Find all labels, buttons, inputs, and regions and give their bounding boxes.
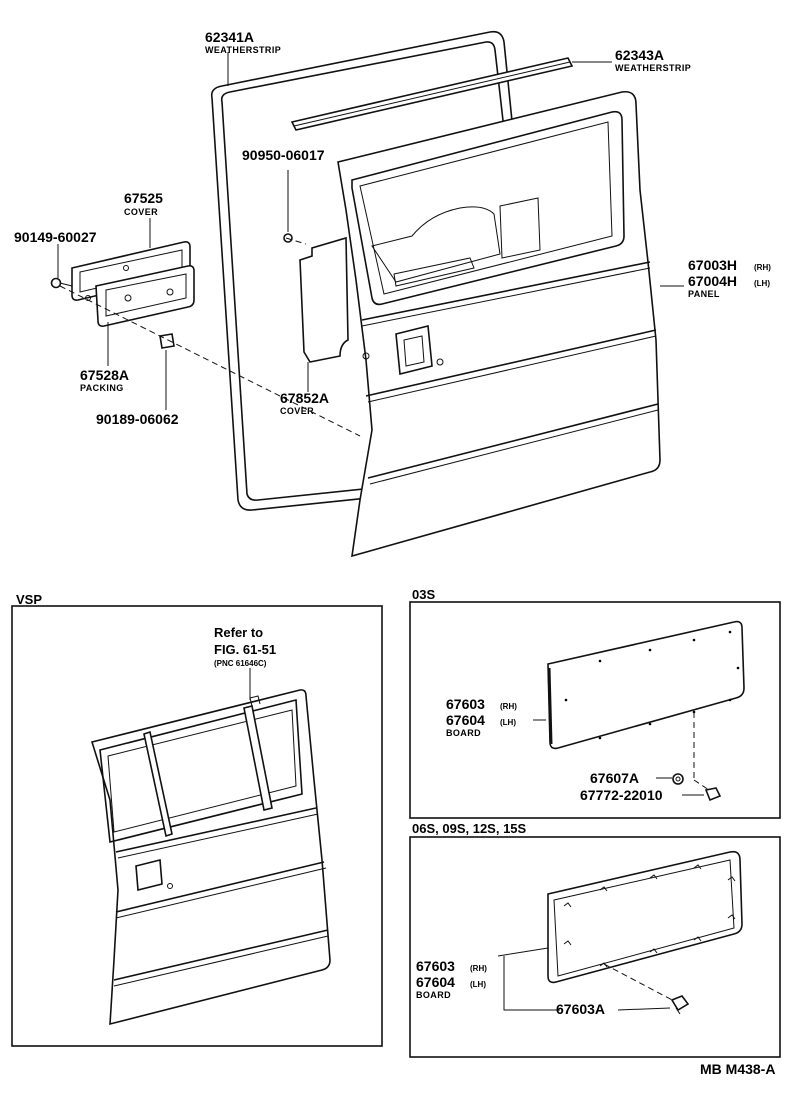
cover-67852a[interactable] [299,236,349,363]
vsp-box [11,605,383,1047]
label-67004h-side: (LH) [754,279,770,288]
box06s-frame [409,836,781,1058]
box03s-clip1: 67607A [590,770,639,786]
clip-67607a[interactable] [672,773,684,785]
board-06s-tabs [563,864,736,968]
figure-code: MB M438-A [700,1061,775,1077]
vsp-title: VSP [16,592,42,607]
label-67852a-num: 67852A [280,390,329,406]
label-90149-num: 90149-60027 [14,229,97,245]
box03s-lh-num: 67604 [446,712,485,728]
label-67003h-side: (RH) [754,263,771,272]
label-90189-num: 90189-06062 [96,411,179,427]
label-62341a-num: 62341A [205,29,254,45]
label-90950-num: 90950-06017 [242,147,325,163]
box03s-lh-side: (LH) [500,718,516,727]
box06s-clip: 67603A [556,1001,605,1017]
board-06s[interactable] [547,850,743,984]
box03s-clip2: 67772-22010 [580,787,663,803]
box06s-lh-num: 67604 [416,974,455,990]
box03s-rh-num: 67603 [446,696,485,712]
weatherstrip-62343a[interactable] [290,57,574,131]
box03s-frame [409,601,781,819]
box06s-name: BOARD [416,990,451,1000]
label-67852a-name: COVER [280,406,314,416]
screw-90149-60027[interactable] [50,277,73,289]
label-67525-num: 67525 [124,190,163,206]
vsp-ref-line2: FIG. 61-51 [214,642,276,657]
label-62341a-name: WEATHERSTRIP [205,45,281,55]
clip-67772-22010[interactable] [704,787,722,802]
board-03s-holes [564,630,740,740]
box03s-rh-side: (RH) [500,702,517,711]
door-panel-67003h[interactable] [337,90,661,558]
label-62343a-num: 62343A [615,47,664,63]
label-67528a-num: 67528A [80,367,129,383]
label-67525-name: COVER [124,207,158,217]
label-67004h-num: 67004H [688,273,737,289]
vsp-door-panel[interactable] [90,689,331,1026]
label-62343a-name: WEATHERSTRIP [615,63,691,73]
vsp-ref-line3: (PNC 61646C) [214,659,267,668]
label-67004h-name: PANEL [688,289,720,299]
label-67528a-name: PACKING [80,383,124,393]
clip-90950-06017[interactable] [283,233,293,243]
box06s-rh-side: (RH) [470,964,487,973]
box06s-lh-side: (LH) [470,980,486,989]
box06s-rh-num: 67603 [416,958,455,974]
vsp-ref-line1: Refer to [214,625,263,640]
box06s-title: 06S, 09S, 12S, 15S [412,821,527,836]
clip-67603a[interactable] [670,995,690,1015]
box03s-name: BOARD [446,728,481,738]
nut-90189-06062[interactable] [159,333,175,349]
board-03s[interactable] [547,620,745,750]
packing-67528a[interactable] [95,265,195,327]
label-67003h-num: 67003H [688,257,737,273]
box03s-title: 03S [412,587,435,602]
